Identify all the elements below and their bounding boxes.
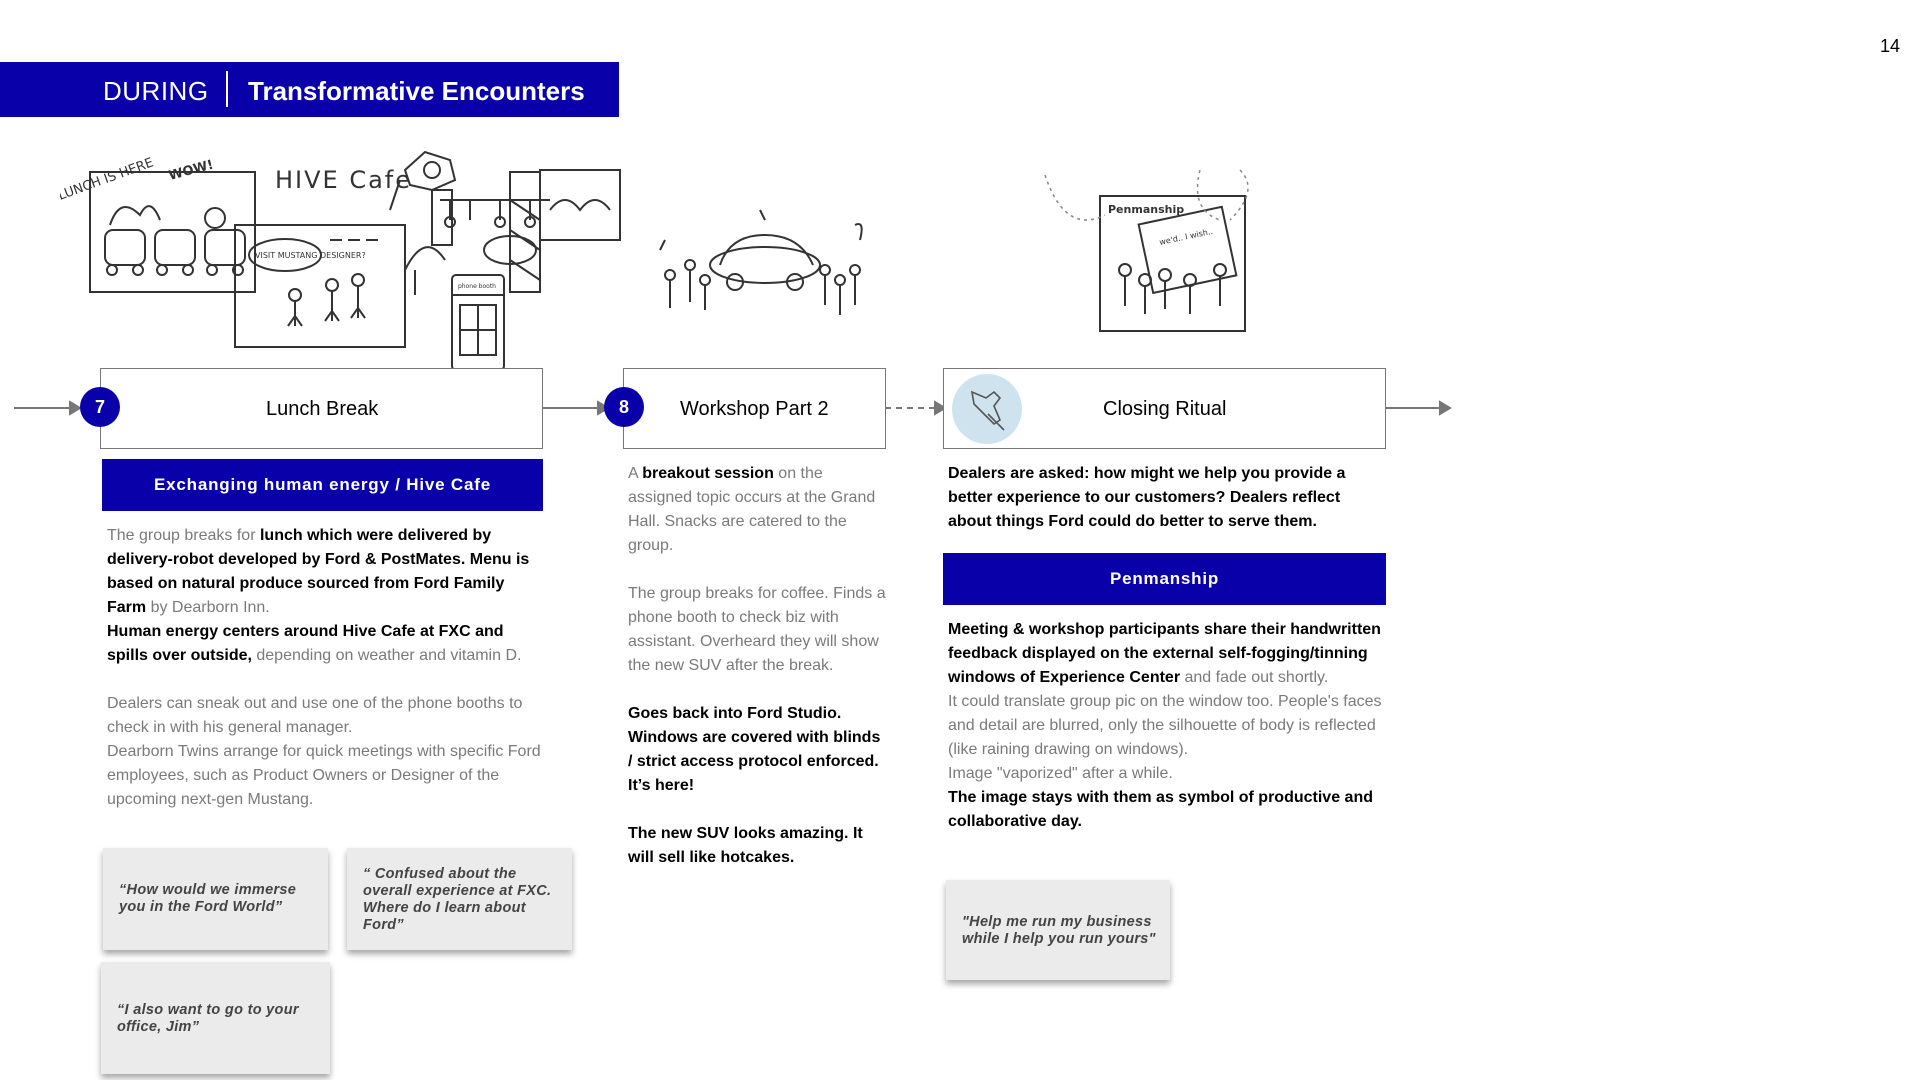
hive-cafe-text: HIVE Cafe [275,166,412,194]
closing-intro: Dealers are asked: how might we help you… [948,465,1346,530]
sticky-note: “ Confused about the overall experience … [347,848,572,950]
note-text: “How would we immerse you in the Ford Wo… [119,882,297,915]
penmanship-sketch-title: Penmanship [1108,203,1184,216]
lunch-banner: Exchanging human energy / Hive Cafe [102,459,543,511]
lunch-robot-panel [89,171,256,293]
penmanship-banner: Penmanship [943,553,1386,605]
step-label: Closing Ritual [1103,398,1227,420]
workshop-paragraph-3: Goes back into Ford Studio. Windows are … [628,705,881,794]
workshop-description: A breakout session on the assigned topic… [628,462,888,870]
step-number-badge: 7 [80,387,120,427]
closing-paragraph-4: The image stays with them as symbol of p… [948,789,1373,830]
lunch-paragraph-4: Dearborn Twins arrange for quick meeting… [107,743,541,808]
workshop-paragraph-1: A breakout session on the assigned topic… [628,465,876,554]
note-text: “ Confused about the overall experience … [363,866,552,933]
section-title: Transformative Encounters [248,76,585,106]
lunch-paragraph-3: Dealers can sneak out and use one of the… [107,695,523,736]
note-text: "Help me run my business while I help yo… [962,914,1156,947]
step-lunch-break: Lunch Break [100,368,543,449]
cafe-people-panel [234,224,406,348]
phase-label: DURING [103,76,209,106]
workshop-paragraph-4: The new SUV looks amazing. It will sell … [628,825,863,866]
header-divider [226,71,228,107]
workshop-paragraph-2: The group breaks for coffee. Finds a pho… [628,585,886,674]
closing-paragraph-2: It could translate group pic on the wind… [948,693,1382,758]
timeline-arrows [14,400,1452,416]
lunch-paragraph-2: Human energy centers around Hive Cafe at… [107,623,522,664]
step-workshop-part-2: Workshop Part 2 [623,368,886,449]
step-number-badge: 8 [604,387,644,427]
step-closing-ritual: Closing Ritual [943,368,1386,449]
garden-window [539,169,621,241]
penmanship-panel [1099,195,1246,332]
note-text: “I also want to go to your office, Jim” [117,1002,299,1035]
sticky-note: "Help me run my business while I help yo… [946,880,1170,980]
wow-text: WOW! [167,158,215,184]
penmanship-scribble: we'd.. I wish.. [1159,227,1214,247]
closing-paragraph-3: Image "vaporized" after a while. [948,765,1173,782]
step-label: Workshop Part 2 [680,398,829,420]
sticky-note: “How would we immerse you in the Ford Wo… [103,848,328,950]
lunch-paragraph-1: The group breaks for lunch which were de… [107,527,530,616]
pushpin-icon [952,374,1022,444]
sticky-note: “I also want to go to your office, Jim” [101,962,330,1074]
page-number: 14 [1879,36,1900,56]
phone-booth-text: phone booth [458,283,496,290]
step-label: Lunch Break [266,398,379,420]
section-header: DURING Transformative Encounters [0,62,619,117]
closing-paragraph-1: Meeting & workshop participants share th… [948,621,1381,686]
lunch-note-text: LUNCH IS HERE [60,155,156,203]
closing-description: Meeting & workshop participants share th… [948,618,1388,834]
lunch-description: The group breaks for lunch which were de… [107,524,547,812]
sketch-illustrations: LUNCH IS HERE WOW! HIVE Cafe VISIT MUSTA… [56,130,1320,371]
sketch-drawing: LUNCH IS HERE WOW! HIVE Cafe VISIT MUSTA… [56,150,1249,371]
visit-mustang-text: VISIT MUSTANG DESIGNER? [255,251,366,260]
